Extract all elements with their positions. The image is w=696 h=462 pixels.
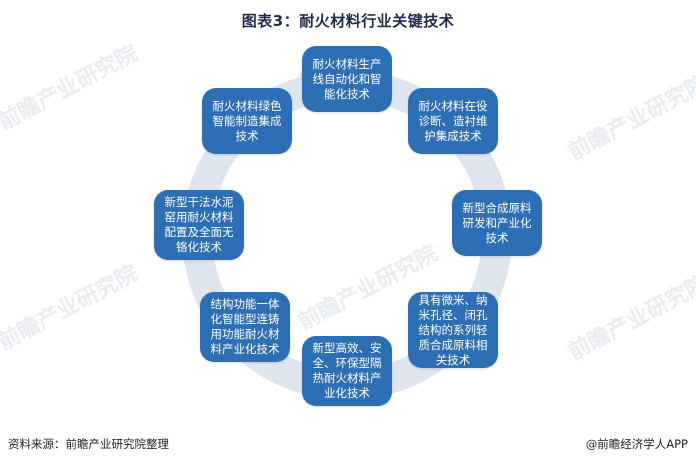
diagram-title: 图表3：耐火材料行业关键技术 — [241, 12, 455, 30]
node-in-service-diagnosis: 耐火材料在役 诊断、造衬维 护集成技术 — [408, 88, 498, 154]
brand-credit: @前瞻经济学人APP — [585, 437, 688, 451]
node-continuous-casting-refractory: 结构功能一体 化智能型连铸 用功能耐火材 料产业化技术 — [200, 292, 290, 362]
node-insulation-refractory: 新型高效、安 全、环保型隔 热耐火材料产 业化技术 — [302, 336, 392, 406]
node-green-intelligent-manufacturing: 耐火材料绿色 智能制造集成 技术 — [202, 88, 292, 154]
node-production-line-automation: 耐火材料生产 线自动化和智 能化技术 — [302, 46, 392, 112]
node-synthetic-raw-materials: 新型合成原料 研发和产业化 技术 — [452, 190, 542, 256]
node-lightweight-raw-materials: 具有微米、纳 米孔径、闭孔 结构的系列轻 质合成原料相 关技术 — [408, 292, 498, 368]
node-cement-kiln-refractory: 新型干法水泥 窑用耐火材料 配置及全面无 铬化技术 — [154, 190, 244, 260]
source-note: 资料来源：前瞻产业研究院整理 — [8, 437, 169, 451]
